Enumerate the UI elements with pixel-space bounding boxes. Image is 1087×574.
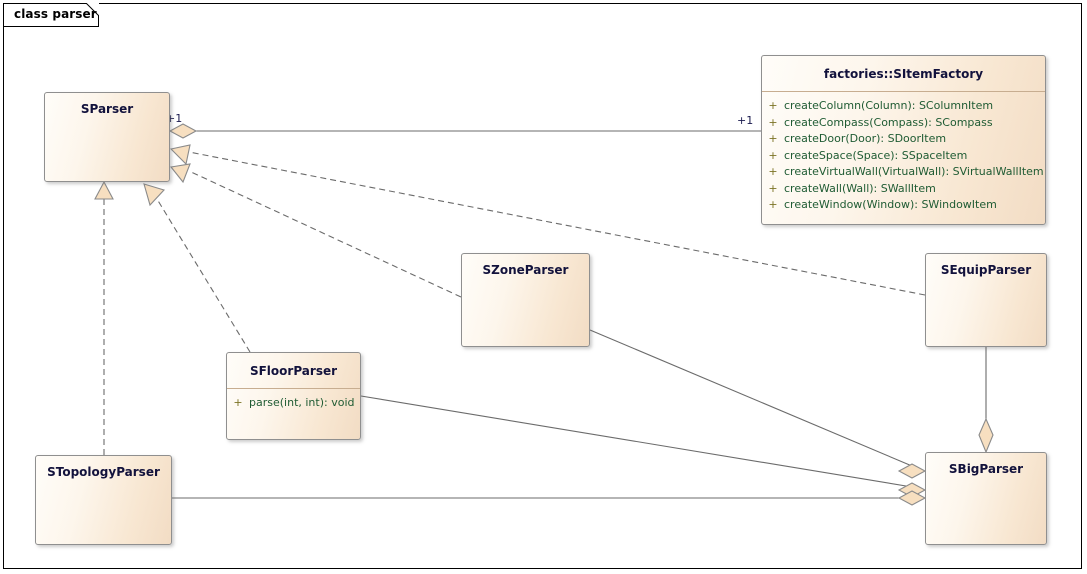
diagram-frame <box>3 3 1082 569</box>
class-member: + parse(int, int): void <box>227 395 360 412</box>
class-name-sparser: SParser <box>80 102 134 116</box>
class-name-sfloorparser: SFloorParser <box>227 353 360 389</box>
class-name-sitemfactory: factories::SItemFactory <box>762 56 1045 92</box>
visibility-marker: + <box>768 198 778 211</box>
class-member: + createVirtualWall(VirtualWall): SVirtu… <box>762 164 1045 181</box>
class-member: + createCompass(Compass): SCompass <box>762 115 1045 132</box>
diagram-frame-tab: class parser <box>3 3 99 27</box>
member-signature: parse(int, int): void <box>249 396 355 409</box>
class-member: + createSpace(Space): SSpaceItem <box>762 148 1045 165</box>
member-signature: createWindow(Window): SWindowItem <box>784 198 997 211</box>
frame-label: class parser <box>14 7 97 21</box>
member-signature: createVirtualWall(VirtualWall): SVirtual… <box>784 165 1044 178</box>
class-member: + createDoor(Door): SDoorItem <box>762 131 1045 148</box>
class-name-szoneparser: SZoneParser <box>482 263 569 277</box>
class-name-stopologyparser: STopologyParser <box>47 465 160 479</box>
visibility-marker: + <box>768 99 778 112</box>
member-signature: createColumn(Column): SColumnItem <box>784 99 994 112</box>
class-members-sfloorparser: + parse(int, int): void <box>227 389 360 418</box>
class-box-sbigparser[interactable]: SBigParser <box>925 452 1047 545</box>
visibility-marker: + <box>233 396 243 409</box>
class-box-sitemfactory[interactable]: factories::SItemFactory + createColumn(C… <box>761 55 1046 225</box>
class-member: + createWindow(Window): SWindowItem <box>762 197 1045 214</box>
class-box-szoneparser[interactable]: SZoneParser <box>461 253 590 347</box>
visibility-marker: + <box>768 181 778 195</box>
class-member: + createColumn(Column): SColumnItem <box>762 98 1045 115</box>
member-signature: createSpace(Space): SSpaceItem <box>784 148 968 162</box>
visibility-marker: + <box>768 115 778 129</box>
member-signature: createWall(Wall): SWallItem <box>784 181 936 195</box>
class-member: + createWall(Wall): SWallItem <box>762 181 1045 198</box>
frame-tab-shape <box>3 3 99 27</box>
member-signature: createCompass(Compass): SCompass <box>784 115 993 129</box>
class-box-sequipparser[interactable]: SEquipParser <box>925 253 1047 347</box>
multiplicity-sitemfactory-end: +1 <box>737 114 754 127</box>
visibility-marker: + <box>768 165 778 178</box>
class-box-stopologyparser[interactable]: STopologyParser <box>35 455 172 545</box>
class-box-sparser[interactable]: SParser <box>44 92 170 182</box>
member-signature: createDoor(Door): SDoorItem <box>784 132 947 145</box>
class-members-sitemfactory: + createColumn(Column): SColumnItem + cr… <box>762 92 1045 220</box>
class-name-sbigparser: SBigParser <box>948 462 1024 476</box>
class-box-sfloorparser[interactable]: SFloorParser + parse(int, int): void <box>226 352 361 440</box>
multiplicity-sparser-end: +1 <box>166 112 183 125</box>
class-name-sequipparser: SEquipParser <box>940 263 1032 277</box>
visibility-marker: + <box>768 132 778 145</box>
visibility-marker: + <box>768 148 778 162</box>
